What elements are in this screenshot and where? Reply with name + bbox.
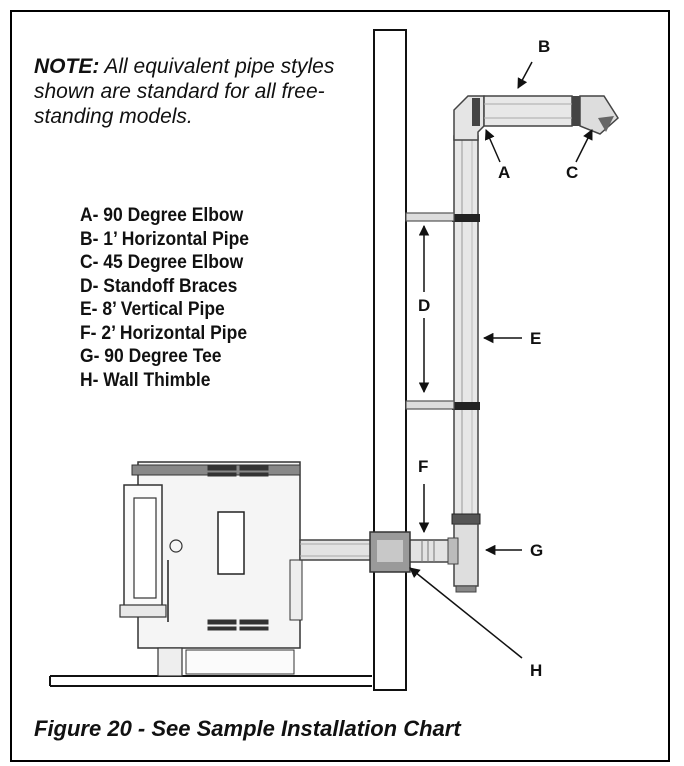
vertical-pipe-e [452,135,480,523]
legend-item-g: G- 90 Degree Tee [80,346,222,367]
callout-leaders [409,61,593,659]
legend-item-e: E- 8’ Vertical Pipe [80,299,225,320]
callout-f: F [418,457,428,476]
horizontal-pipe-f [299,539,457,563]
pellet-stove-unit [119,461,303,677]
standoff-braces [405,212,455,410]
callout-d: D [418,296,430,315]
top-pipe-assembly [453,95,619,141]
callout-a: A [498,163,510,182]
legend-item-b: B- 1’ Horizontal Pipe [80,228,250,250]
figure-caption: Figure 20 - See Sample Installation Char… [34,716,461,741]
legend-item-a: A- 90 Degree Elbow [80,205,244,226]
legend-item-d: D- Standoff Braces [80,275,238,297]
note-text: All equivalent pipe styles shown are sta… [34,55,335,128]
figure-border [10,10,670,762]
callout-h: H [530,661,542,680]
note-prefix: NOTE: [34,55,100,78]
tee-g [447,513,481,593]
floor-line [49,675,372,687]
wall-thimble [369,531,411,573]
wall [373,29,407,691]
legend-item-h: H- Wall Thimble [80,369,211,391]
callout-c: C [566,163,578,182]
parts-legend: A- 90 Degree Elbow B- 1’ Horizontal Pipe… [80,204,249,392]
legend-item-c: C- 45 Degree Elbow [80,252,244,273]
callout-g: G [530,541,543,560]
legend-item-f: F- 2’ Horizontal Pipe [80,322,248,344]
callout-e: E [530,329,541,348]
callout-b: B [538,37,550,56]
installation-note: NOTE: All equivalent pipe styles shown a… [34,54,344,129]
